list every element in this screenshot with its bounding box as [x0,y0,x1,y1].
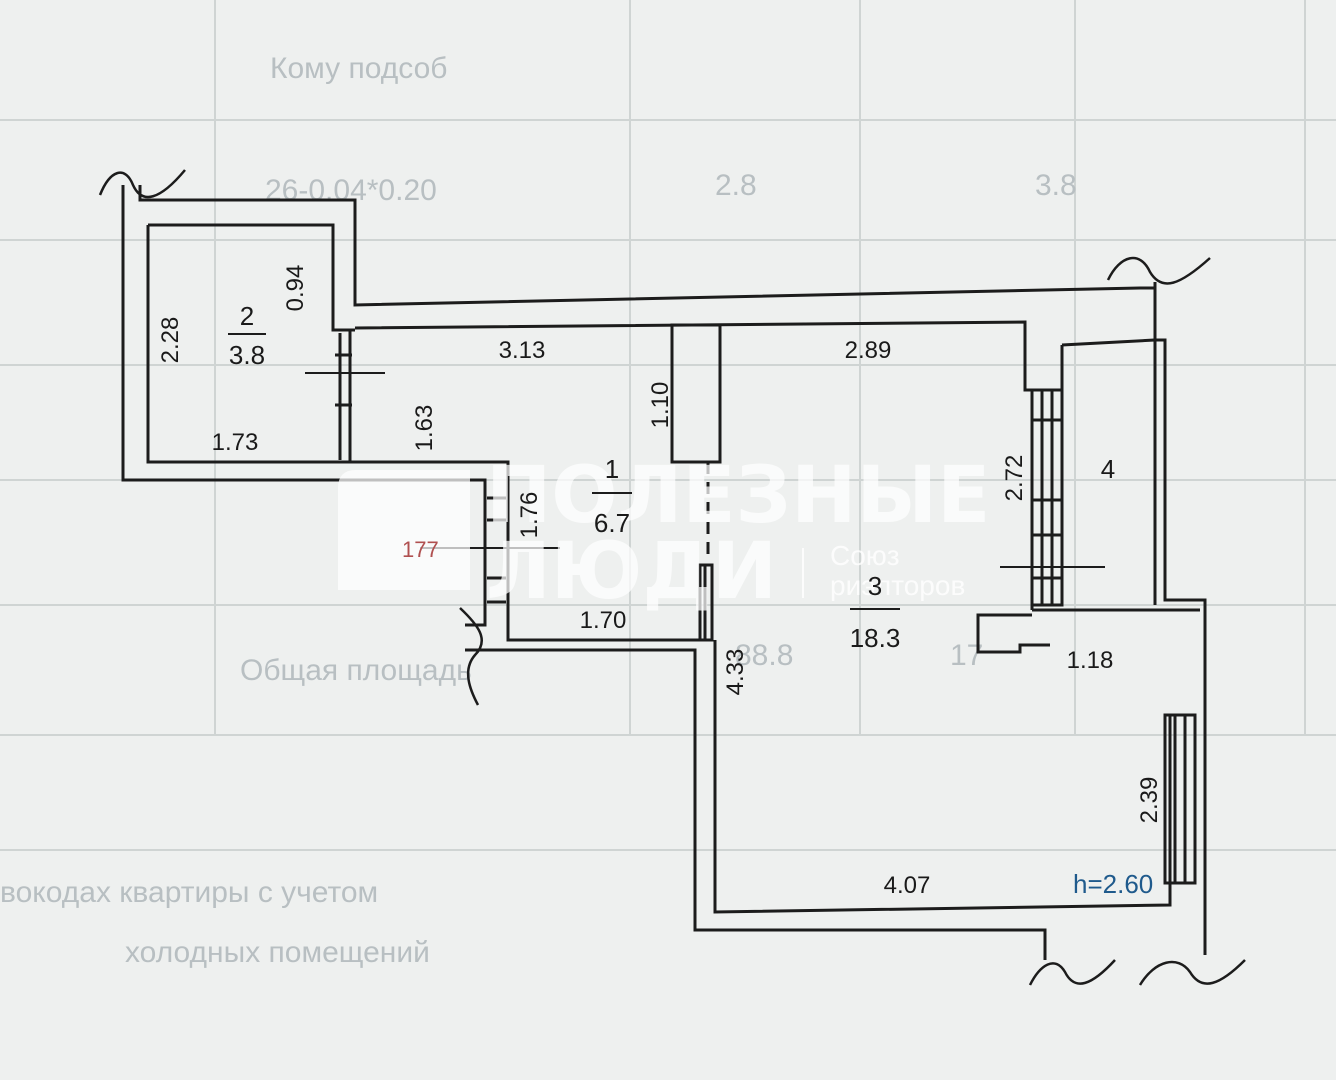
room-2-number: 2 [240,301,254,331]
dim-3-13: 3.13 [499,337,546,364]
outer-wall [121,185,487,627]
stamp-number: 177 [402,537,439,562]
dim-4-07: 4.07 [884,872,931,899]
dim-1-63: 1.63 [411,405,438,452]
watermark-logo-icon [338,470,470,590]
dim-2-89: 2.89 [845,337,892,364]
outer-wall [1153,282,1207,955]
window [1163,713,1197,885]
watermark-line-2: ЛЮДИ [486,527,777,617]
outer-wall [465,648,1047,960]
break-mark [1106,256,1211,285]
room-2-wall [148,223,355,332]
ghost-text: холодных помещений [125,936,430,969]
dim-1-70: 1.70 [580,607,627,634]
room-4-number: 4 [1101,454,1115,484]
watermark-org-2: риэлторов [830,570,965,601]
dim-1-18: 1.18 [1067,647,1114,674]
ghost-text: 3.8 [1035,169,1077,202]
ghost-text: вокодах квартиры с учетом [0,876,378,909]
break-mark [459,607,484,706]
dim-2-39: 2.39 [1136,777,1163,824]
room-labels: 2 3.8 1 6.7 3 18.3 4 [228,301,1115,653]
outer-wall [138,185,1155,307]
partition-block [698,563,714,642]
dim-1-76: 1.76 [516,492,543,539]
walls [121,185,1207,960]
balcony-door [1030,388,1064,607]
ghost-text: 2.8 [715,169,757,202]
corridor-wall [350,460,705,642]
dim-2-72: 2.72 [1001,455,1028,502]
ghost-text: 26-0.04*0.20 [265,174,437,207]
dim-2-28: 2.28 [157,317,184,364]
break-mark [1028,959,1116,986]
room-1-area: 6.7 [594,508,630,538]
room-1-number: 1 [605,454,619,484]
dimensions: 2.28 0.94 1.73 3.13 1.63 1.10 2.89 1.76 … [157,265,1163,899]
watermark-org-1: Союз [830,540,900,571]
dim-4-33: 4.33 [722,649,749,696]
dim-1-10: 1.10 [647,382,674,429]
dim-0-94: 0.94 [282,265,309,312]
column [670,323,722,464]
break-mark [1138,959,1246,986]
room-3-area: 18.3 [850,623,901,653]
wall-notch [976,613,1050,654]
ghost-text: Кому подсоб [270,52,447,85]
break-mark [98,169,186,199]
ceiling-height-label: h=2.60 [1073,869,1153,899]
watermark: ПОЛЕЗНЫЕ ЛЮДИ Союз риэлторов [338,451,990,617]
watermark-line-1: ПОЛЕЗНЫЕ [486,451,990,541]
room-2-wall [146,225,352,464]
room-2-area: 3.8 [229,340,265,370]
ghost-text: Общая площадь [240,654,472,687]
break-marks [98,169,1246,986]
room-3-wall [713,640,1172,914]
balcony-wall [1061,338,1157,605]
dim-1-73: 1.73 [212,429,259,456]
room-3-number: 3 [868,571,882,601]
ghost-text: 88.8 [735,639,793,672]
